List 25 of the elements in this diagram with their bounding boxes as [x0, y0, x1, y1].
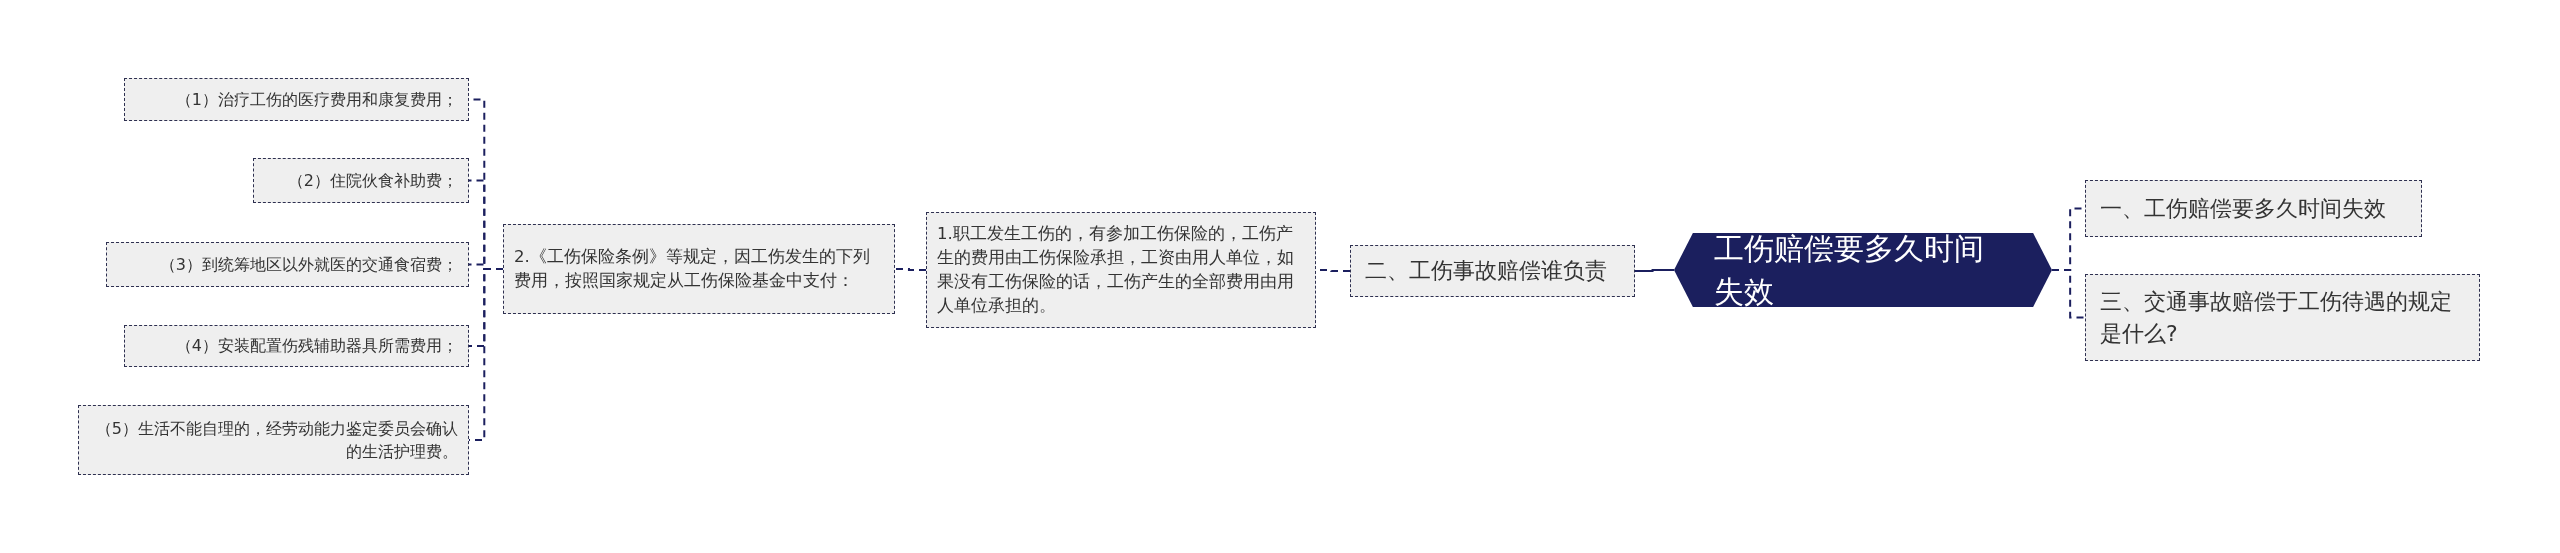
connector-line	[1634, 269, 1675, 272]
topic-box	[124, 78, 469, 121]
topic-text: 2.《工伤保险条例》等规定，因工伤发生的下列费用，按照国家规定从工伤保险基金中支付：	[514, 246, 871, 292]
topic-box	[253, 158, 469, 203]
connector-line	[2051, 269, 2086, 319]
topic-box	[2085, 274, 2480, 361]
topic-text: （2）住院伙食补助费；	[287, 169, 458, 192]
topic-box	[1350, 245, 1635, 297]
topic-box	[503, 224, 895, 314]
topic-box	[926, 212, 1316, 328]
topic-text: 1.职工发生工伤的，有参加工伤保险的，工伤产生的费用由工伤保险承担，工资由用人单位，如果没有工伤保险的话，工伤产生的全部费用由用人单位承担的。	[937, 223, 1295, 317]
topic-text: （5）生活不能自理的，经劳动能力鉴定委员会确认的生活护理费。	[94, 417, 458, 463]
connector-line	[894, 268, 927, 271]
topic-text: （4）安装配置伤残辅助器具所需费用；	[175, 335, 458, 358]
topic-text: 二、工伤事故赔偿谁负责	[1365, 257, 1607, 286]
topic-box	[124, 325, 469, 367]
topic-text: （3）到统筹地区以外就医的交通食宿费；	[159, 253, 458, 276]
topic-box	[2085, 180, 2422, 237]
topic-box	[78, 405, 469, 475]
topic-box	[106, 242, 469, 287]
topic-text: 工伤赔偿要多久时间失效	[1714, 229, 1985, 311]
topic-text: 一、工伤赔偿要多久时间失效	[2100, 194, 2386, 223]
topic-text: （1）治疗工伤的医疗费用和康复费用；	[175, 88, 458, 111]
topic-text: 三、交通事故赔偿于工伤待遇的规定是什么?	[2100, 287, 2453, 348]
central-topic-hexagon	[1674, 233, 2052, 307]
